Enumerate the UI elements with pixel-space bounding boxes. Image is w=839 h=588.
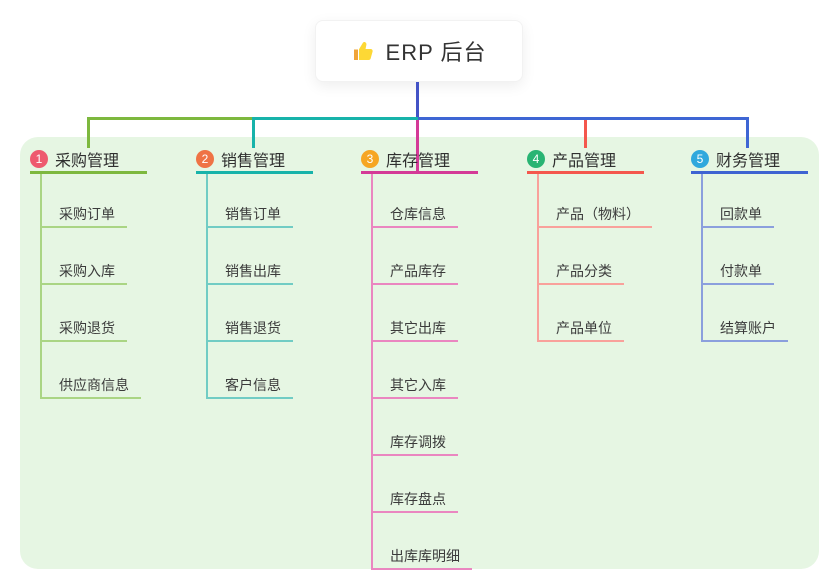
branch-header-sales[interactable]: 2 销售管理 bbox=[196, 146, 313, 174]
branch-header-product[interactable]: 4 产品管理 bbox=[527, 146, 644, 174]
node-item[interactable]: 销售订单 bbox=[208, 174, 293, 228]
branch-sales: 2 销售管理 销售订单 销售出库 销售退货 客户信息 bbox=[196, 146, 313, 399]
branch-purchase: 1 采购管理 采购订单 采购入库 采购退货 供应商信息 bbox=[30, 146, 147, 399]
root-title: ERP 后台 bbox=[385, 40, 487, 65]
node-item[interactable]: 付款单 bbox=[703, 228, 774, 285]
node-item[interactable]: 供应商信息 bbox=[42, 342, 141, 399]
node-item[interactable]: 库存调拨 bbox=[373, 399, 458, 456]
branch-label: 库存管理 bbox=[386, 152, 451, 170]
branch-sublist: 仓库信息 产品库存 其它出库 其它入库 库存调拨 库存盘点 出库库明细 bbox=[371, 174, 472, 570]
mindmap-panel bbox=[20, 137, 819, 569]
branch-header-finance[interactable]: 5 财务管理 bbox=[691, 146, 808, 174]
thumbs-up-icon bbox=[353, 42, 373, 60]
branch-badge: 3 bbox=[361, 149, 379, 168]
node-item[interactable]: 采购订单 bbox=[42, 174, 127, 228]
branch-badge: 1 bbox=[30, 149, 48, 168]
branch-label: 采购管理 bbox=[55, 152, 120, 170]
node-item[interactable]: 其它入库 bbox=[373, 342, 458, 399]
node-item[interactable]: 产品库存 bbox=[373, 228, 458, 285]
root-node[interactable]: ERP 后台 bbox=[315, 20, 523, 82]
branch-finance: 5 财务管理 回款单 付款单 结算账户 bbox=[691, 146, 808, 342]
branch-badge: 2 bbox=[196, 149, 214, 168]
branch-header-purchase[interactable]: 1 采购管理 bbox=[30, 146, 147, 174]
node-item[interactable]: 产品分类 bbox=[539, 228, 624, 285]
node-item[interactable]: 结算账户 bbox=[703, 285, 788, 342]
branch-header-inventory[interactable]: 3 库存管理 bbox=[361, 146, 478, 174]
branch-label: 财务管理 bbox=[716, 152, 781, 170]
branch-product: 4 产品管理 产品（物料） 产品分类 产品单位 bbox=[527, 146, 652, 342]
branch-badge: 4 bbox=[527, 149, 545, 168]
connector-drop-branch-4 bbox=[584, 120, 587, 148]
node-item[interactable]: 回款单 bbox=[703, 174, 774, 228]
branch-inventory: 3 库存管理 仓库信息 产品库存 其它出库 其它入库 库存调拨 库存盘点 出库库… bbox=[361, 146, 478, 570]
node-item[interactable]: 销售退货 bbox=[208, 285, 293, 342]
branch-sublist: 回款单 付款单 结算账户 bbox=[701, 174, 788, 342]
connector-drop-branch-3 bbox=[416, 120, 419, 172]
branch-label: 销售管理 bbox=[221, 152, 286, 170]
node-item[interactable]: 采购退货 bbox=[42, 285, 127, 342]
node-item[interactable]: 出库库明细 bbox=[373, 513, 472, 570]
connector-root-vertical bbox=[416, 82, 419, 117]
node-item[interactable]: 其它出库 bbox=[373, 285, 458, 342]
connector-drop-branch-2 bbox=[252, 120, 255, 148]
node-item[interactable]: 销售出库 bbox=[208, 228, 293, 285]
connector-bus-teal bbox=[252, 117, 418, 120]
node-item[interactable]: 库存盘点 bbox=[373, 456, 458, 513]
connector-bus-blue bbox=[418, 117, 749, 120]
branch-label: 产品管理 bbox=[552, 152, 617, 170]
connector-drop-branch-1 bbox=[87, 120, 90, 148]
node-item[interactable]: 采购入库 bbox=[42, 228, 127, 285]
node-item[interactable]: 产品单位 bbox=[539, 285, 624, 342]
node-item[interactable]: 客户信息 bbox=[208, 342, 293, 399]
node-item[interactable]: 仓库信息 bbox=[373, 174, 458, 228]
connector-bus-green bbox=[87, 117, 252, 120]
branch-sublist: 产品（物料） 产品分类 产品单位 bbox=[537, 174, 652, 342]
branch-sublist: 采购订单 采购入库 采购退货 供应商信息 bbox=[40, 174, 141, 399]
node-item[interactable]: 产品（物料） bbox=[539, 174, 652, 228]
branch-sublist: 销售订单 销售出库 销售退货 客户信息 bbox=[206, 174, 293, 399]
branch-badge: 5 bbox=[691, 149, 709, 168]
connector-drop-branch-5 bbox=[746, 120, 749, 148]
